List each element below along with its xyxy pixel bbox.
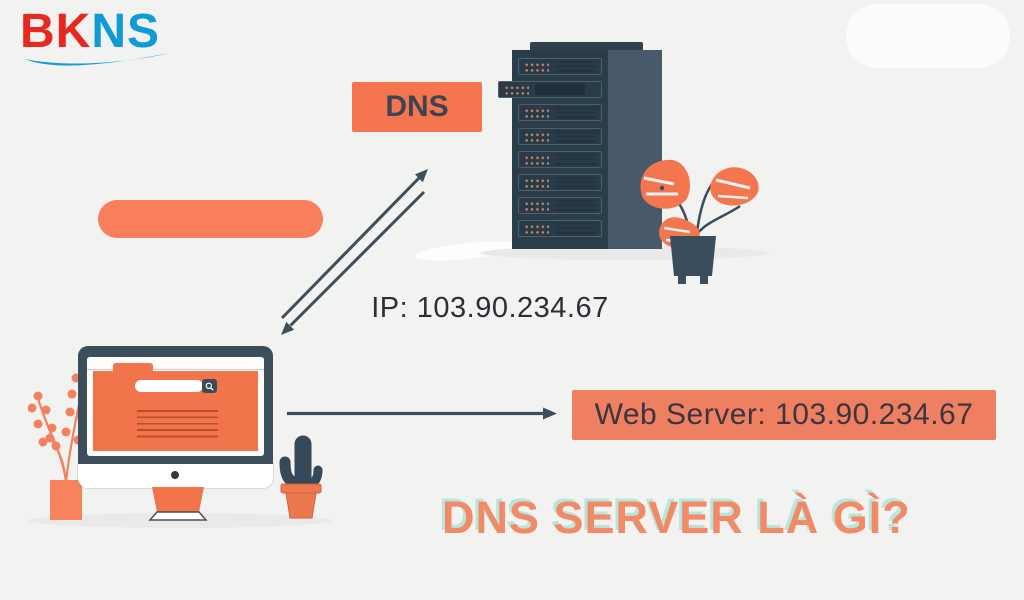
- server-unit: [518, 150, 602, 168]
- watermark-highlight: [846, 4, 1010, 68]
- server-unit: [518, 220, 602, 238]
- server-led-grid: [523, 223, 549, 235]
- server-vent-lines: [555, 223, 597, 236]
- server-unit: [518, 127, 602, 145]
- bkns-logo: BKNS: [20, 8, 160, 56]
- server-unit: [518, 104, 602, 122]
- ip-address-text: IP: 103.90.234.67: [371, 292, 609, 324]
- monitor-logo-dot: [171, 471, 179, 479]
- server-led-grid: [523, 61, 549, 72]
- server-led-grid: [523, 200, 549, 212]
- logo-swoosh-icon: [25, 53, 170, 66]
- logo-text-blue: NS: [91, 5, 161, 58]
- server-unit: [518, 197, 602, 215]
- server-vent-lines: [555, 107, 597, 120]
- server-vent-lines: [555, 61, 597, 73]
- server-vent-lines: [555, 153, 597, 166]
- server-led-grid: [523, 107, 549, 119]
- server-drive-bar: [535, 84, 585, 96]
- server-led-grid: [523, 130, 549, 142]
- dns-label-box: DNS: [352, 82, 482, 132]
- monitor-stand: [148, 487, 208, 521]
- server-vent-lines: [555, 130, 597, 143]
- server-unit: [518, 58, 602, 75]
- server-led-grid: [503, 84, 529, 96]
- logo-text-red: BK: [20, 5, 92, 58]
- server-front-panel: [498, 50, 608, 249]
- server-led-grid: [523, 177, 549, 188]
- server-led-grid: [523, 153, 549, 165]
- page-title: DNS SERVER LÀ GÌ?: [442, 492, 911, 543]
- browser-tab: [113, 363, 153, 372]
- server-unit-pulled: [498, 81, 602, 99]
- page-text-lines: [137, 410, 218, 438]
- monstera-plant-illustration: [640, 159, 759, 284]
- server-side-panel: [608, 50, 662, 249]
- server-top-cap: [530, 42, 643, 52]
- server-vent-lines: [555, 177, 597, 189]
- blank-label-pill: [98, 200, 323, 238]
- search-icon: [205, 382, 214, 391]
- server-rack-illustration: [498, 50, 662, 249]
- web-server-box: Web Server: 103.90.234.67: [572, 390, 996, 440]
- search-input: [135, 380, 203, 392]
- server-unit: [518, 174, 602, 191]
- search-button: [202, 379, 217, 393]
- server-vent-lines: [555, 200, 597, 213]
- cactus-illustration: [279, 435, 323, 519]
